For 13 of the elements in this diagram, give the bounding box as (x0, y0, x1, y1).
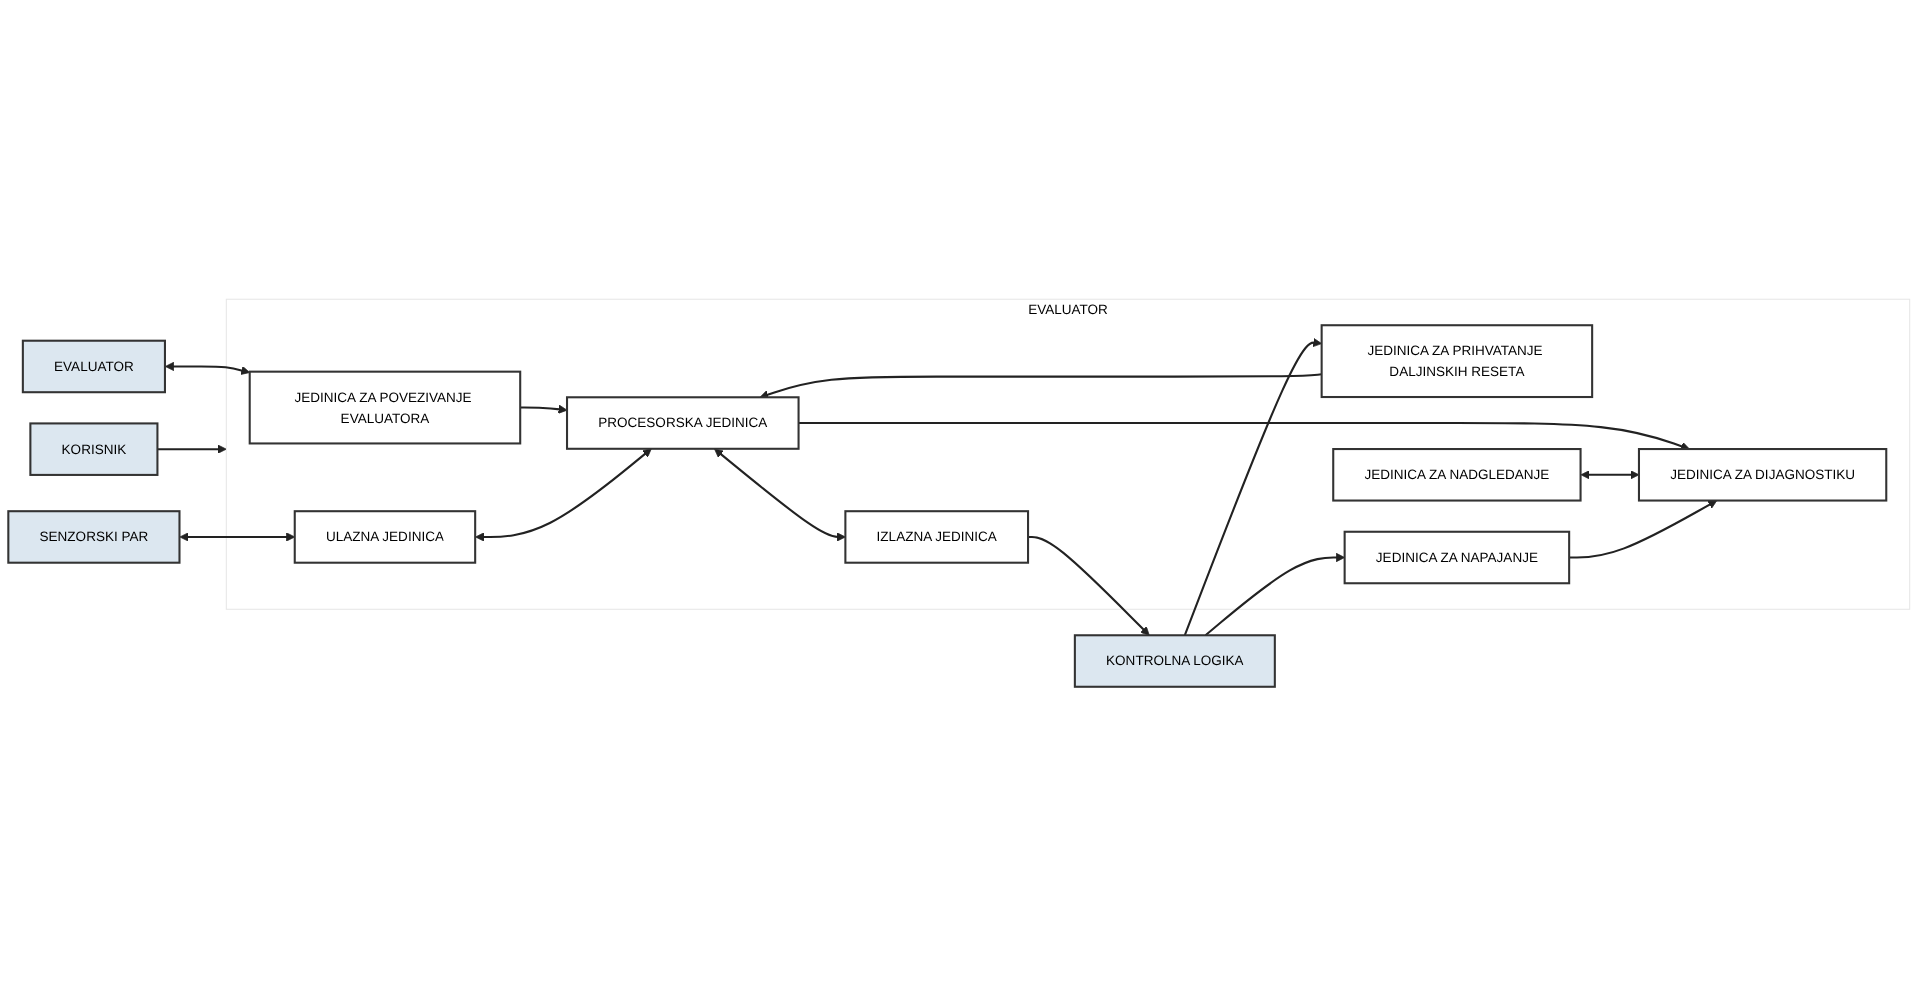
arrow (1183, 338, 1323, 636)
arrow (157, 444, 227, 454)
arrow (520, 404, 568, 414)
arrow (164, 361, 251, 375)
arrow (759, 373, 1322, 399)
arrow (1028, 535, 1150, 636)
arrow (1580, 470, 1640, 480)
arrow (1569, 500, 1718, 559)
arrow (1204, 552, 1346, 637)
arrow (179, 532, 296, 542)
arrow (798, 422, 1690, 451)
arrow (714, 448, 846, 542)
arrow (475, 448, 652, 542)
